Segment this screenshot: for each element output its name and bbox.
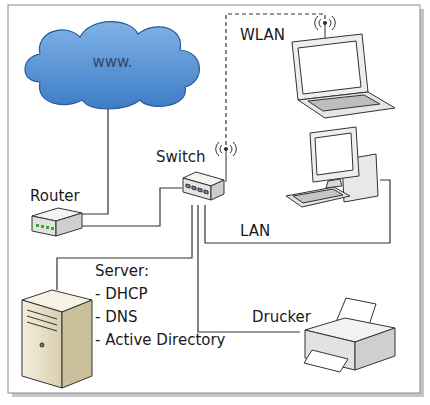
node-label: - DHCP [95, 283, 225, 306]
cloud-outline [25, 22, 199, 109]
node-label: Server: [95, 260, 225, 283]
laptop-node [280, 20, 395, 112]
printer-side [355, 328, 395, 370]
server-drive-bays [27, 310, 57, 331]
node-label: Router [30, 187, 80, 205]
router-led [46, 226, 49, 229]
server-led [40, 343, 44, 347]
antenna-tip [323, 21, 326, 24]
antenna-tip [224, 147, 227, 150]
connection-label: WLAN [240, 26, 285, 44]
switch-antenna [226, 150, 227, 182]
printer-node: Drucker [300, 290, 395, 375]
network-cable [82, 188, 182, 226]
pc-keys [293, 189, 343, 203]
node-label: Drucker [252, 308, 311, 326]
router-side [56, 213, 82, 236]
node-label: - DNS [95, 306, 225, 329]
network-cable [82, 98, 108, 214]
text-group: Switch [156, 148, 206, 166]
server-node: Server:- DHCP- DNS- Active Directory [22, 290, 92, 388]
router-led [41, 225, 44, 228]
switch-front [183, 178, 211, 200]
pc-monitor [310, 127, 359, 182]
printer-icon [304, 298, 395, 372]
router-front [32, 216, 56, 236]
server-side [62, 300, 92, 388]
desktop-icon [286, 127, 378, 207]
server-icon [22, 290, 92, 388]
laptop-lid [292, 34, 368, 100]
router-led [36, 224, 39, 227]
pc-screen [315, 133, 353, 175]
connection-label: LAN [240, 222, 270, 240]
pc-keyboard [286, 187, 350, 207]
laptop-keyboard [308, 95, 380, 111]
server-front [22, 300, 62, 388]
node-label: Switch [156, 148, 206, 166]
laptop-antenna [325, 24, 326, 38]
laptop-base [298, 92, 395, 118]
switch-ports [186, 184, 208, 194]
network-cable [205, 180, 390, 243]
frame-border [8, 5, 420, 393]
switch-node: Switch [182, 145, 230, 205]
router-led [51, 227, 54, 230]
wireless-link [226, 14, 325, 145]
printer-output-paper [304, 350, 348, 372]
text-group: Drucker [252, 308, 311, 326]
desktop-node [288, 125, 380, 225]
text-group: Router [30, 187, 80, 205]
laptop-icon [292, 16, 395, 118]
internet-cloud: www. [20, 12, 205, 112]
laptop-screen [298, 41, 361, 94]
node-label: - Active Directory [95, 329, 225, 352]
node-label: www. [92, 53, 132, 71]
radio-waves [315, 16, 336, 30]
radio-waves [216, 142, 237, 156]
switch-side [211, 180, 224, 200]
text-group: Server:- DHCP- DNS- Active Directory [95, 260, 225, 352]
text-group: www. [20, 12, 205, 112]
router-icon [32, 208, 82, 236]
router-node: Router [30, 207, 82, 239]
